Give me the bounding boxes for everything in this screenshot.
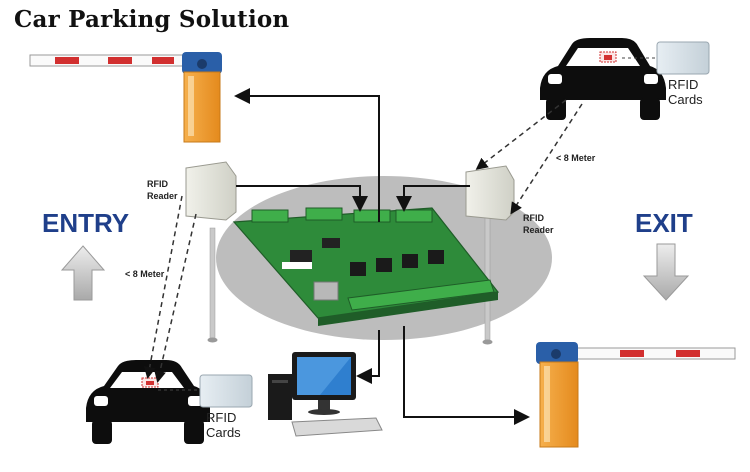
rfid-reader-icon: [185, 161, 237, 343]
barrier-gate-icon: [29, 52, 222, 143]
arrow-down-icon: [642, 243, 690, 301]
wire-arrow: [403, 326, 530, 425]
page-title: Car Parking Solution: [14, 6, 290, 33]
distance-label-left: < 8 Meter: [125, 269, 165, 279]
rf-signal-line: [510, 103, 583, 215]
rfid-cards-label-top: RFID Cards: [668, 77, 703, 107]
rfid-reader-label-right: RFID Reader: [523, 213, 554, 235]
exit-label: EXIT: [635, 208, 693, 238]
rfid-card-icon: [199, 374, 253, 408]
wire-arrow: [396, 185, 470, 212]
rf-signal-line: [143, 195, 183, 379]
rfid-reader-label-left: RFID Reader: [147, 179, 178, 201]
rf-signal-line: [475, 99, 567, 170]
car-icon: [540, 38, 666, 120]
wire-arrow: [356, 330, 380, 384]
rfid-cards-label-bottom: RFID Cards: [206, 410, 241, 440]
car-icon: [86, 360, 210, 444]
access-controller-board-icon: [232, 207, 500, 326]
wire-arrow: [234, 88, 380, 222]
rfid-card-icon: [656, 41, 710, 75]
barrier-gate-icon: [536, 342, 736, 448]
rf-signal-line: [154, 213, 197, 383]
distance-label-right: < 8 Meter: [556, 153, 596, 163]
entry-label: ENTRY: [42, 208, 130, 238]
computer-icon: [268, 352, 383, 437]
wire-arrow: [236, 185, 368, 212]
arrow-up-icon: [60, 245, 106, 301]
